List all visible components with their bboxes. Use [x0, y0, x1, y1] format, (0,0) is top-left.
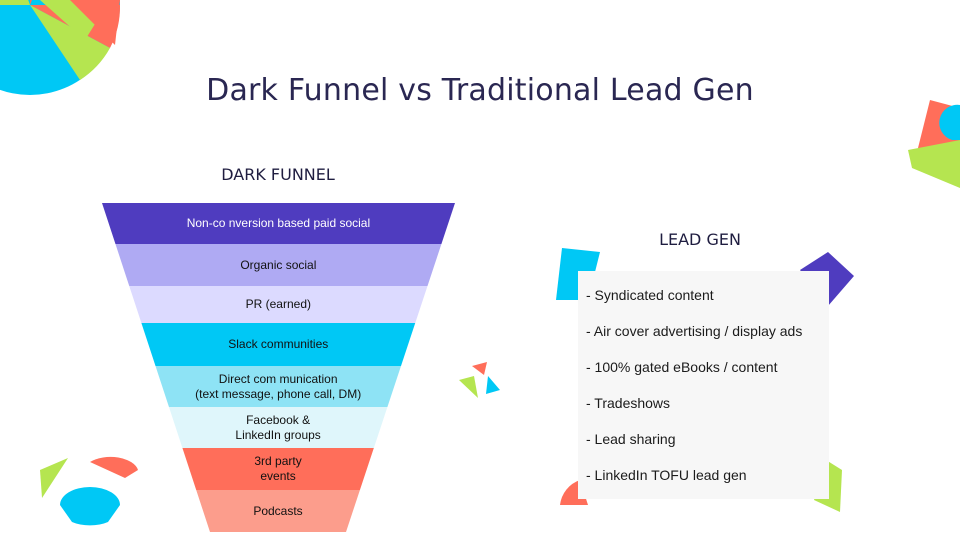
funnel-stage-label: Podcasts: [253, 503, 303, 518]
lead-gen-item: - Syndicated content: [586, 287, 714, 303]
funnel-stage-band: [102, 203, 455, 244]
funnel-stage-label: Direct com munication (text message, pho…: [195, 371, 362, 401]
lead-gen-item: - Tradeshows: [586, 395, 671, 411]
lead-gen-card: - Syndicated content - Air cover adverti…: [578, 271, 829, 499]
slide-title: Dark Funnel vs Traditional Lead Gen: [206, 73, 754, 108]
lead-gen-item: - 100% gated eBooks / content: [586, 359, 778, 375]
lead-gen-item: - Air cover advertising / display ads: [586, 323, 803, 339]
lead-gen-item: - LinkedIn TOFU lead gen: [586, 467, 747, 483]
funnel-stage-label: Non-co nversion based paid social: [186, 216, 371, 230]
funnel-stage-band: [182, 448, 374, 490]
funnel-stage-band: [129, 286, 428, 323]
lead-gen-item: - Lead sharing: [586, 431, 676, 447]
funnel-stage-band: [196, 490, 360, 532]
funnel-stage-band: [141, 323, 416, 366]
funnel-stage-label: Facebook & LinkedIn groups: [235, 412, 321, 442]
bottom-left-shapes: [40, 456, 138, 526]
funnel-stage-label: Slack communities: [228, 337, 329, 351]
funnel-stage-band: [155, 366, 401, 407]
dark-funnel-heading: DARK FUNNEL: [221, 165, 335, 184]
top-left-coral-wedge: [70, 0, 120, 45]
funnel-stage-label: 3rd party events: [254, 454, 302, 483]
funnel-stage-band: [115, 244, 442, 286]
funnel-stage-band: [168, 407, 388, 448]
right-edge-shapes: [908, 100, 960, 188]
funnel-stage-label: Organic social: [240, 257, 317, 272]
lead-gen-heading: LEAD GEN: [659, 230, 741, 249]
middle-small-shapes: [459, 362, 500, 398]
funnel-stage-label: PR (earned): [245, 297, 311, 311]
